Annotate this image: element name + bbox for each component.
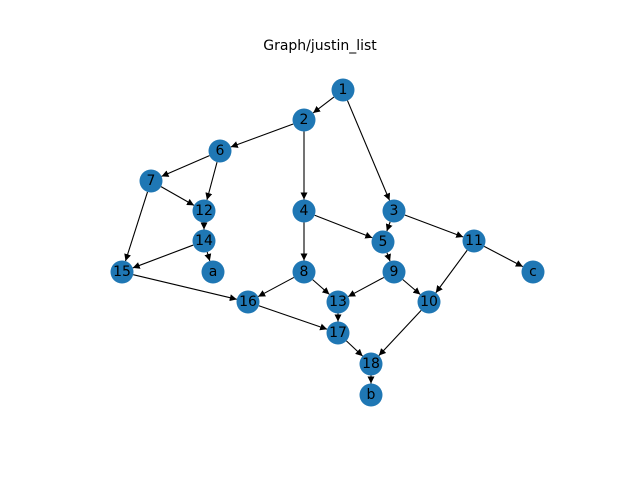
edge-11-to-10 (435, 249, 468, 294)
node-label-17: 17 (329, 325, 347, 341)
edge-1-to-2 (312, 96, 335, 114)
node-circle-1 (331, 78, 355, 102)
node-label-6: 6 (216, 143, 225, 159)
node-circle-16 (236, 290, 260, 314)
node-circle-10 (417, 290, 441, 314)
node-circle-8 (292, 260, 316, 284)
edge-5-to-9 (384, 252, 391, 262)
edge-1-to-3 (346, 100, 391, 201)
edge-6-to-12 (205, 161, 218, 201)
edge-7-to-15 (124, 191, 149, 262)
node-circle-a (201, 260, 225, 284)
node-6: 6 (208, 139, 232, 163)
edge-14-to-a (204, 251, 212, 262)
node-1: 1 (331, 78, 355, 102)
node-label-8: 8 (300, 264, 309, 280)
node-label-2: 2 (300, 112, 309, 128)
node-label-1: 1 (339, 82, 348, 98)
edge-14-to-15 (132, 244, 194, 269)
node-label-18: 18 (362, 356, 380, 372)
node-3: 3 (382, 199, 406, 223)
node-7: 7 (139, 169, 163, 193)
graph-title: Graph/justin_list (263, 38, 377, 54)
edge-9-to-13 (347, 276, 385, 298)
node-a: a (201, 260, 225, 284)
node-circle-17 (326, 321, 350, 345)
node-5: 5 (371, 230, 395, 254)
edge-16-to-17 (258, 305, 328, 331)
node-label-b: b (367, 387, 376, 403)
node-circle-9 (382, 260, 406, 284)
edge-6-to-7 (161, 155, 210, 177)
node-circle-4 (292, 199, 316, 223)
node-8: 8 (292, 260, 316, 284)
node-label-12: 12 (195, 203, 213, 219)
edge-2-to-6 (230, 123, 294, 148)
node-c: c (521, 260, 545, 284)
node-13: 13 (326, 290, 350, 314)
node-circle-7 (139, 169, 163, 193)
node-17: 17 (326, 321, 350, 345)
node-circle-5 (371, 230, 395, 254)
node-circle-12 (192, 199, 216, 223)
edge-8-to-16 (257, 276, 295, 298)
edge-8-to-13 (312, 279, 330, 295)
edge-3-to-5 (385, 221, 393, 232)
node-label-5: 5 (379, 234, 388, 250)
node-label-c: c (529, 264, 537, 280)
node-circle-14 (192, 229, 216, 253)
node-label-13: 13 (329, 294, 347, 310)
node-2: 2 (292, 108, 316, 132)
node-label-7: 7 (147, 173, 156, 189)
node-4: 4 (292, 199, 316, 223)
node-18: 18 (359, 352, 383, 376)
node-circle-b (359, 383, 383, 407)
node-12: 12 (192, 199, 216, 223)
node-circle-11 (462, 229, 486, 253)
node-9: 9 (382, 260, 406, 284)
edge-17-to-18 (346, 340, 363, 357)
edges-layer (124, 96, 524, 384)
node-circle-2 (292, 108, 316, 132)
node-10: 10 (417, 290, 441, 314)
node-circle-6 (208, 139, 232, 163)
node-11: 11 (462, 229, 486, 253)
edge-3-to-11 (404, 214, 464, 238)
node-circle-18 (359, 352, 383, 376)
edge-15-to-16 (133, 274, 237, 302)
edge-9-to-10 (402, 279, 421, 295)
node-label-16: 16 (239, 294, 257, 310)
node-label-11: 11 (465, 233, 483, 249)
edge-10-to-18 (378, 310, 422, 356)
edge-7-to-12 (160, 186, 195, 206)
node-circle-c (521, 260, 545, 284)
node-b: b (359, 383, 383, 407)
node-14: 14 (192, 229, 216, 253)
edge-11-to-c (483, 245, 524, 268)
node-label-10: 10 (420, 294, 438, 310)
node-circle-13 (326, 290, 350, 314)
node-15: 15 (110, 260, 134, 284)
node-label-3: 3 (390, 203, 399, 219)
edge-4-to-5 (314, 214, 373, 239)
node-circle-3 (382, 199, 406, 223)
node-label-15: 15 (113, 264, 131, 280)
node-circle-15 (110, 260, 134, 284)
node-label-a: a (209, 264, 218, 280)
node-label-4: 4 (300, 203, 309, 219)
node-16: 16 (236, 290, 260, 314)
node-label-14: 14 (195, 233, 213, 249)
node-label-9: 9 (390, 264, 399, 280)
